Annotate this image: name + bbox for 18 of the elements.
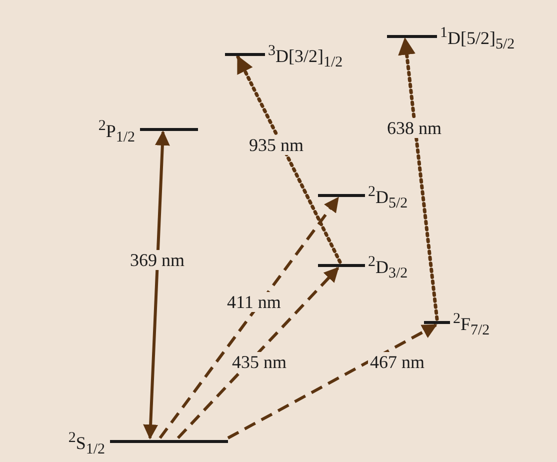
wavelength-label: 411 nm bbox=[225, 292, 283, 312]
transition-arrow bbox=[176, 266, 340, 440]
transition-arrow bbox=[236, 55, 342, 264]
level-label: $^{2}$P$_{1/2}$ bbox=[98, 117, 135, 148]
level-label: $^{2}$F$_{7/2}$ bbox=[453, 310, 490, 341]
level-label: $^{1}$D[5/2]$_{5/2}$ bbox=[440, 24, 515, 55]
transition-arrow bbox=[143, 130, 170, 440]
transition-arrow bbox=[227, 324, 438, 440]
transition-arrow bbox=[398, 37, 439, 321]
wavelength-label: 638 nm bbox=[385, 118, 444, 138]
level-label: $^{2}$D$_{5/2}$ bbox=[368, 183, 408, 214]
wavelength-label: 369 nm bbox=[128, 250, 187, 270]
wavelength-label: 935 nm bbox=[247, 135, 306, 155]
wavelength-label: 435 nm bbox=[230, 352, 289, 372]
level-label: $^{2}$D$_{3/2}$ bbox=[368, 253, 408, 284]
level-label: $^{2}$S$_{1/2}$ bbox=[68, 429, 105, 460]
transition-arrow bbox=[158, 196, 340, 439]
level-label: $^{3}$D[3/2]$_{1/2}$ bbox=[268, 42, 343, 73]
